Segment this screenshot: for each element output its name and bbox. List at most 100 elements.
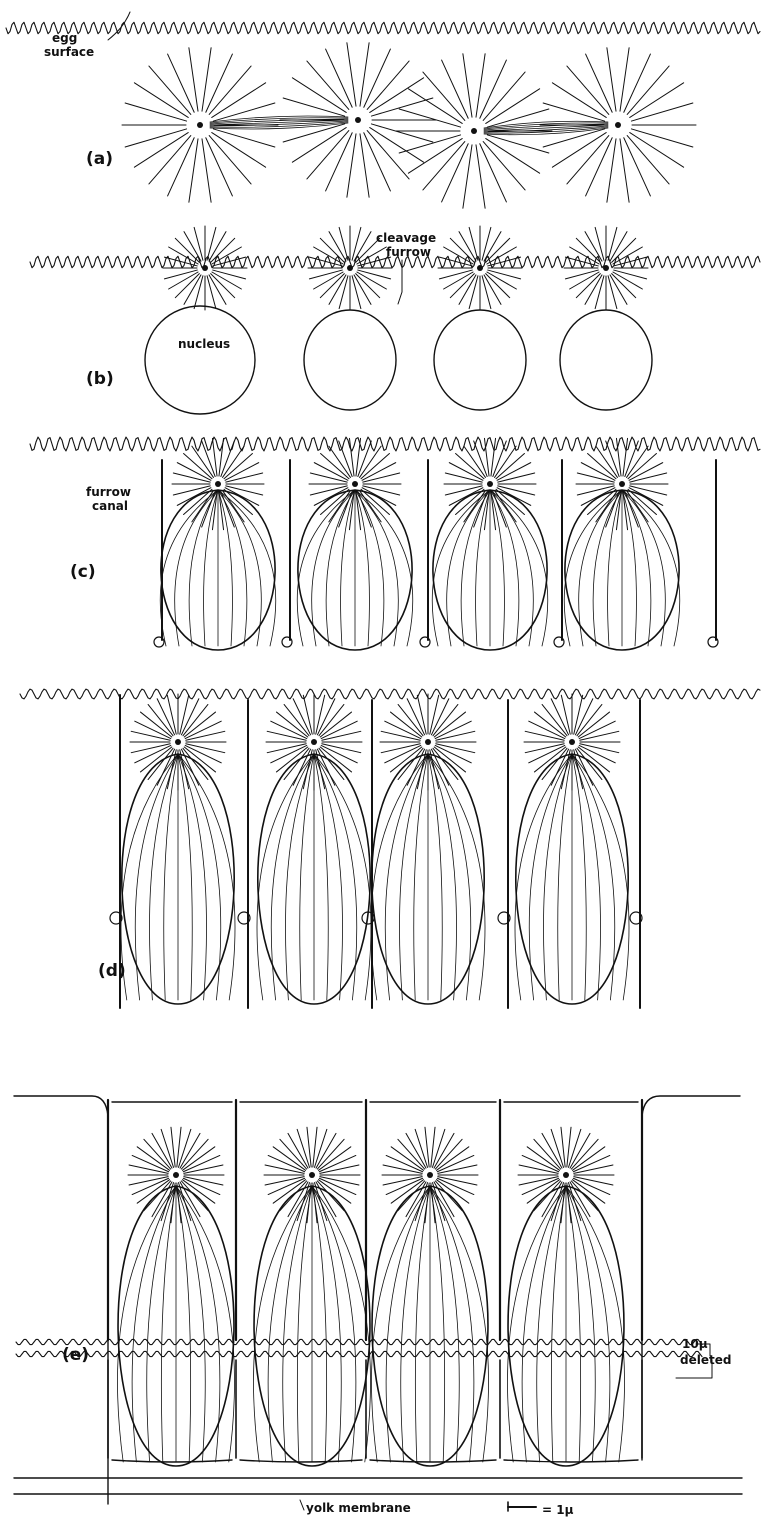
aster-b-0-ray (194, 276, 203, 309)
aster-a-3-ray (631, 103, 692, 121)
nucleus-c-3-fiber (622, 490, 680, 646)
aster-b-0-ray (211, 238, 235, 262)
label-cleavage-furrow-line2: furrow (386, 245, 431, 259)
aster-a-0-ray (212, 133, 266, 168)
aster-a-1-ray (347, 134, 356, 197)
egg-surface-d (20, 689, 760, 699)
aster-b-1-ray (354, 275, 371, 304)
aster-b-1-ray (309, 270, 342, 279)
aster-b-0-ray (169, 247, 198, 264)
cell-base-e-1 (240, 1460, 362, 1462)
aster-a-1-ray (283, 98, 344, 116)
aster-a-1-ray (370, 78, 424, 113)
aster-e-3-ray (570, 1133, 590, 1168)
aster-a-2-ray (399, 109, 460, 127)
aster-e-2-ray (406, 1133, 426, 1168)
aster-b-2-ray (444, 272, 473, 289)
aster-d-0-ray (183, 748, 208, 779)
aster-c-3-ray (627, 491, 649, 522)
aster-d-1-ray (276, 712, 307, 737)
aster-b-1-ray (320, 274, 344, 298)
aster-a-0-ray (213, 129, 274, 147)
aster-a-2-ray (408, 139, 462, 174)
aster-a-3-ray (631, 129, 692, 147)
aster-e-1-centrosome (309, 1172, 315, 1178)
aster-c-0-ray (223, 446, 245, 477)
nucleus-d-2-fiber (428, 754, 442, 1000)
aster-d-1-ray (320, 712, 351, 737)
nucleus-d-1-fiber (257, 754, 314, 1000)
nucleus-c-3-fiber (622, 490, 636, 646)
aster-c-0-ray (192, 491, 214, 522)
aster-b-1-ray (356, 274, 380, 298)
aster-d-0-centrosome (175, 739, 181, 745)
aster-e-1-ray (288, 1133, 308, 1168)
aster-d-3-ray (542, 704, 567, 735)
aster-b-3-ray (595, 227, 604, 260)
aster-a-3-centrosome (615, 122, 621, 128)
aster-a-0-ray (125, 129, 186, 147)
aster-d-2-ray (434, 712, 465, 737)
aster-d-1-ray (319, 748, 344, 779)
aster-a-3-ray (630, 133, 684, 168)
aster-b-2-ray (444, 247, 473, 264)
aster-b-1-ray (314, 272, 343, 289)
aster-b-0-ray (175, 274, 199, 298)
aster-b-1-ray (358, 270, 391, 279)
aster-d-2-ray (433, 704, 458, 735)
aster-b-2-ray (486, 274, 510, 298)
nucleus-d-3-fiber (572, 754, 629, 1000)
aster-a-0-ray (212, 83, 266, 118)
aster-e-2-centrosome (427, 1172, 433, 1178)
aster-b-0-ray (213, 270, 246, 279)
aster-a-1-ray (370, 128, 424, 163)
nucleus-b-1 (304, 310, 396, 410)
nucleus-e-3-fiber (566, 1186, 581, 1462)
aster-a-0-ray (125, 103, 186, 121)
aster-b-0-ray (211, 274, 235, 298)
aster-a-0-ray (189, 48, 198, 111)
aster-a-1-ray (292, 78, 346, 113)
nucleus-c-0-fiber (204, 490, 218, 646)
aster-b-2-ray (482, 227, 491, 260)
aster-a-2-ray (476, 145, 485, 208)
aster-b-3-ray (565, 270, 598, 279)
aster-a-1-ray (371, 124, 432, 142)
aster-b-2-ray (488, 270, 521, 279)
aster-b-2-ray (439, 270, 472, 279)
furrow-canal-c-1 (282, 637, 292, 647)
nucleus-c-2-fiber (490, 490, 504, 646)
aster-b-2-ray (469, 227, 478, 260)
aster-d-3-ray (577, 748, 602, 779)
aster-b-3-ray (613, 272, 642, 289)
aster-b-0-ray (207, 227, 216, 260)
nucleus-d-3-fiber (515, 754, 572, 1000)
nucleus-d-1-fiber (300, 754, 314, 1000)
aster-b-3-ray (608, 227, 617, 260)
egg-surface-c (30, 437, 760, 451)
aster-d-1-ray (284, 704, 309, 735)
aster-c-1-ray (360, 446, 382, 477)
aster-b-1-ray (357, 247, 386, 264)
aster-d-1-centrosome (311, 739, 317, 745)
aster-d-1-ray (319, 704, 344, 735)
panel-label-a: (a) (86, 149, 113, 169)
nucleus-e-0-fiber (176, 1186, 235, 1462)
aster-b-1-centrosome (347, 265, 353, 271)
aster-c-3-centrosome (619, 481, 625, 487)
aster-a-0-centrosome (197, 122, 203, 128)
nucleus-e-0-fiber (176, 1186, 191, 1462)
aster-d-0-ray (148, 704, 173, 735)
label-egg-surface-line2: surface (44, 45, 94, 59)
nucleus-c-3-fiber (564, 490, 622, 646)
furrow-canal-c-2 (420, 637, 430, 647)
nucleus-d-0-fiber (178, 754, 192, 1000)
aster-b-3-ray (570, 247, 599, 264)
aster-a-2-ray (399, 135, 460, 153)
aster-b-2-ray (487, 272, 516, 289)
aster-b-1-ray (339, 276, 348, 309)
aster-b-0-ray (212, 272, 241, 289)
aster-a-1-ray (360, 134, 369, 197)
aster-e-3-ray (542, 1133, 562, 1168)
label-scale-bar: = 1μ (542, 1503, 574, 1517)
